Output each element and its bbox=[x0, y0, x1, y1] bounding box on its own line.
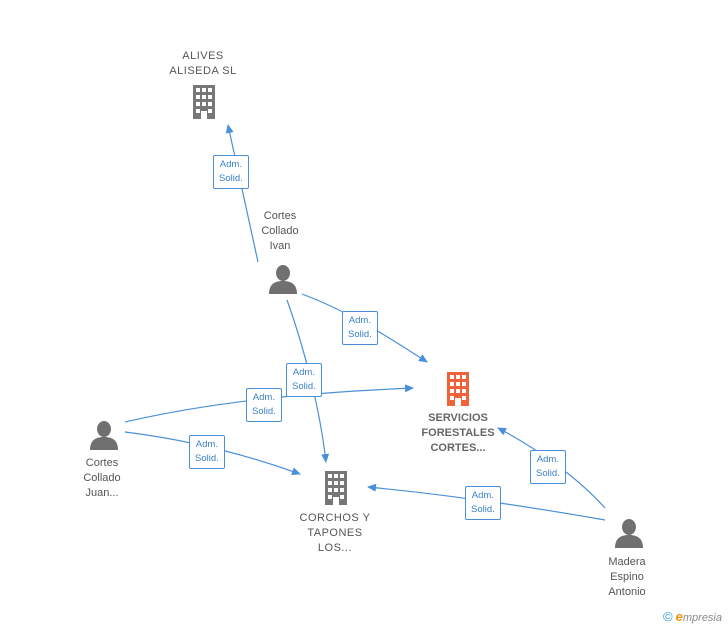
node-label-line: CORCHOS Y bbox=[299, 512, 371, 524]
edge-label-juan-servicios[interactable]: Adm. Solid. bbox=[246, 388, 282, 422]
edge-label-line: Adm. bbox=[219, 159, 242, 170]
edge-label-line: Solid. bbox=[348, 329, 372, 340]
node-label-line: Antonio bbox=[608, 586, 646, 598]
edge-label-line: Adm. bbox=[536, 454, 559, 465]
node-label-line: Madera bbox=[608, 556, 646, 568]
edge-label-ivan-alives[interactable]: Adm. Solid. bbox=[213, 155, 249, 189]
building-icon-alives bbox=[193, 85, 215, 119]
node-label-servicios[interactable]: SERVICIOS FORESTALES CORTES... bbox=[403, 411, 513, 456]
edge-label-line: Adm. bbox=[292, 367, 315, 378]
node-label-line: CORTES... bbox=[430, 442, 486, 454]
edge-label-line: Solid. bbox=[252, 406, 276, 417]
node-label-line: FORESTALES bbox=[421, 427, 495, 439]
brand-initial: e bbox=[675, 609, 683, 624]
brand-name: mpresia bbox=[682, 612, 722, 624]
edge-label-juan-corchos[interactable]: Adm. Solid. bbox=[189, 435, 225, 469]
edge-label-line: Solid. bbox=[292, 381, 316, 392]
brand-logo: empresia bbox=[675, 609, 722, 624]
copyright-icon: © bbox=[662, 609, 673, 624]
node-label-line: Collado bbox=[83, 472, 121, 484]
node-label-alives[interactable]: ALIVES ALISEDA SL bbox=[158, 49, 248, 79]
node-label-line: SERVICIOS bbox=[428, 412, 488, 424]
edge-label-line: Adm. bbox=[348, 315, 371, 326]
node-label-juan[interactable]: Cortes Collado Juan... bbox=[67, 456, 137, 501]
footer-brand: © empresia bbox=[663, 609, 722, 624]
node-label-corchos[interactable]: CORCHOS Y TAPONES LOS... bbox=[289, 511, 381, 556]
edge-label-line: Solid. bbox=[219, 173, 243, 184]
node-label-line: ALISEDA SL bbox=[169, 65, 237, 77]
edge-label-ivan-servicios[interactable]: Adm. Solid. bbox=[342, 311, 378, 345]
edge-label-line: Solid. bbox=[536, 468, 560, 479]
node-label-madera[interactable]: Madera Espino Antonio bbox=[592, 555, 662, 600]
edge-label-line: Solid. bbox=[195, 453, 219, 464]
building-icon-servicios bbox=[447, 372, 469, 406]
node-label-line: Cortes bbox=[263, 210, 297, 222]
node-label-line: Juan... bbox=[85, 487, 119, 499]
edge-label-line: Adm. bbox=[252, 392, 275, 403]
node-label-ivan[interactable]: Cortes Collado Ivan bbox=[245, 209, 315, 254]
node-label-line: ALIVES bbox=[182, 50, 224, 62]
node-label-line: LOS... bbox=[317, 542, 353, 554]
node-label-line: TAPONES bbox=[307, 527, 363, 539]
node-label-line: Cortes bbox=[85, 457, 119, 469]
edge-label-line: Solid. bbox=[471, 504, 495, 515]
edge-label-line: Adm. bbox=[195, 439, 218, 450]
edge-label-ivan-corchos[interactable]: Adm. Solid. bbox=[286, 363, 322, 397]
person-icon-madera bbox=[615, 519, 643, 548]
edge-label-line: Adm. bbox=[471, 490, 494, 501]
person-icon-ivan bbox=[269, 265, 297, 294]
building-icon-corchos bbox=[325, 471, 347, 505]
node-label-line: Espino bbox=[610, 571, 644, 583]
person-icon-juan bbox=[90, 421, 118, 450]
node-label-line: Ivan bbox=[269, 240, 291, 252]
edge-label-madera-servicios[interactable]: Adm. Solid. bbox=[530, 450, 566, 484]
node-label-line: Collado bbox=[261, 225, 299, 237]
edge-label-madera-corchos[interactable]: Adm. Solid. bbox=[465, 486, 501, 520]
edge-ivan-alives bbox=[225, 124, 259, 263]
